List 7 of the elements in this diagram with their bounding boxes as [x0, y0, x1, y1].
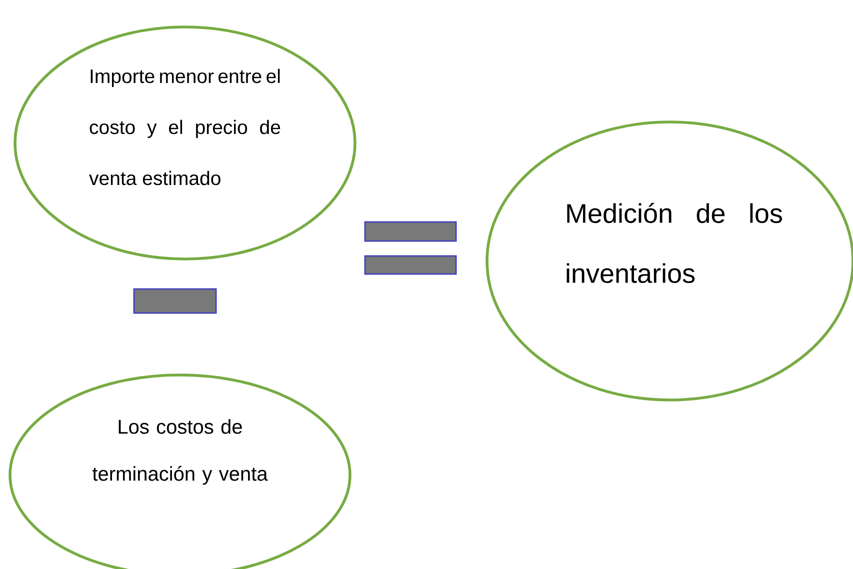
bar — [364, 255, 457, 275]
bar — [364, 221, 457, 242]
ellipse-text: Medición de los inventarios — [566, 202, 782, 284]
ellipse-text: Importe menor entre el costo y el precio de venta estimado — [89, 68, 280, 186]
ellipse — [14, 26, 356, 260]
bar — [133, 288, 217, 314]
ellipse-text: Los costos de terminación y venta — [92, 419, 268, 485]
